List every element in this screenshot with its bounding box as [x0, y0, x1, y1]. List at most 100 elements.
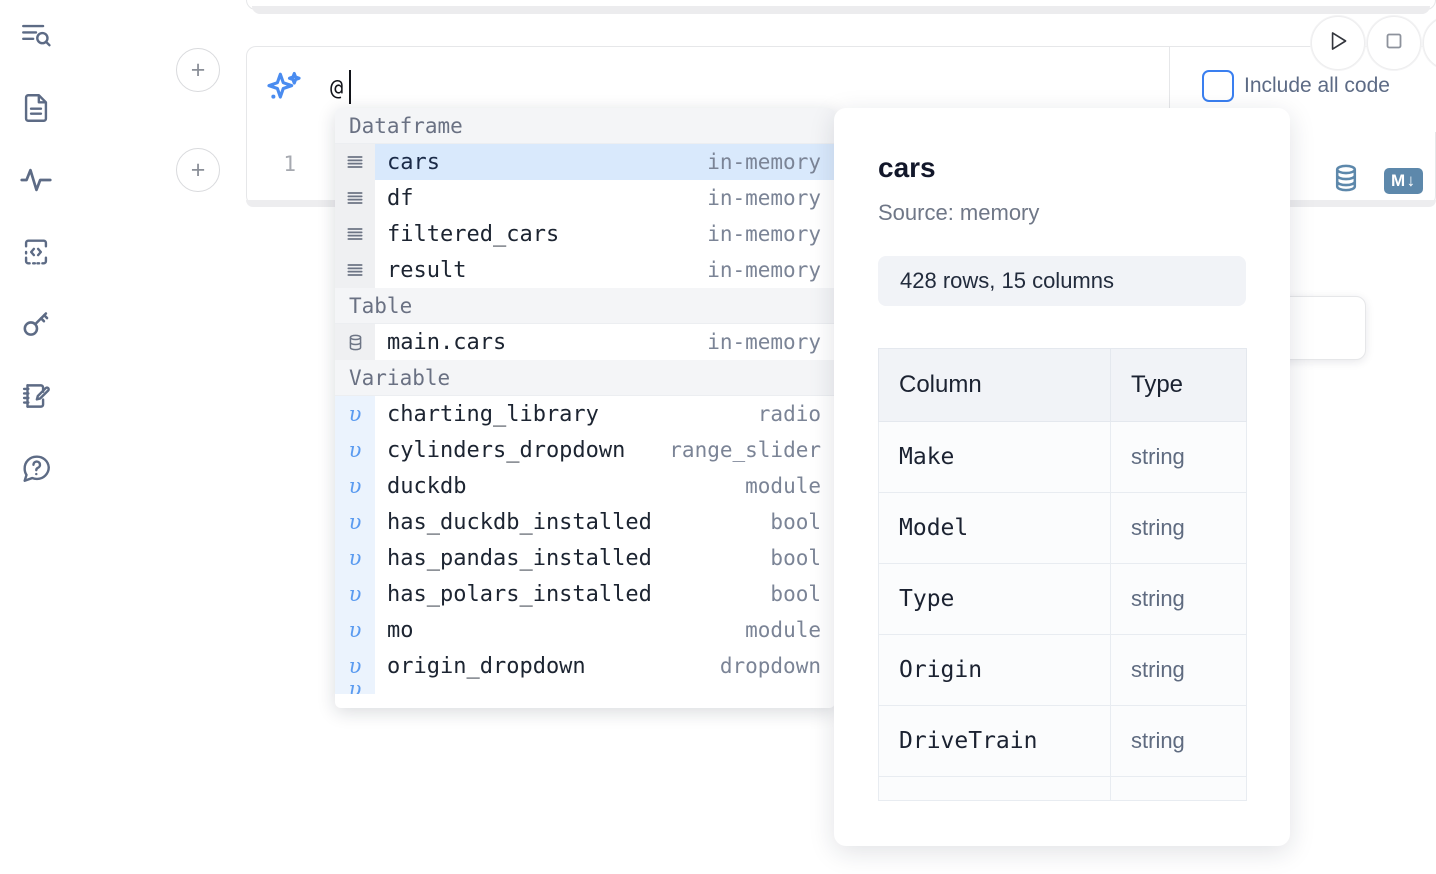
autocomplete-item-meta: bool — [770, 546, 821, 570]
plus-icon: + — [190, 155, 206, 184]
line-number: 1 — [283, 152, 296, 176]
ai-prompt-input[interactable] — [330, 62, 1160, 114]
doc-table-cell-column: Model — [878, 492, 1111, 564]
autocomplete-item-meta: dropdown — [719, 654, 821, 678]
autocomplete-item-meta: bool — [770, 510, 821, 534]
plus-icon: + — [190, 55, 206, 84]
autocomplete-item-name: filtered_cars — [387, 221, 560, 247]
text-cursor — [349, 70, 351, 104]
add-cell-button-bottom[interactable]: + — [176, 148, 220, 192]
sidebar-item-scratchpad[interactable] — [14, 374, 58, 418]
doc-shape-badge: 428 rows, 15 columns — [878, 256, 1246, 306]
autocomplete-item[interactable]: cars in-memory — [335, 144, 835, 180]
file-search-icon — [19, 19, 53, 53]
doc-title: cars — [878, 152, 936, 183]
autocomplete-group-header: Dataframe — [335, 108, 835, 144]
run-button[interactable] — [1311, 16, 1365, 70]
autocomplete-item[interactable]: main.cars in-memory — [335, 324, 835, 360]
sidebar-item-help[interactable] — [14, 446, 58, 490]
include-all-code-row[interactable]: Include all code — [1202, 70, 1390, 102]
autocomplete-item-meta: in-memory — [707, 258, 821, 282]
autocomplete-item[interactable]: υ has_polars_installed bool — [335, 576, 835, 612]
autocomplete-item-name: main.cars — [387, 329, 507, 355]
variable-icon: υ — [335, 576, 375, 612]
sidebar-item-snippets[interactable] — [14, 230, 58, 274]
autocomplete-item-name: has_pandas_installed — [387, 545, 652, 571]
autocomplete-item-clipped[interactable]: υ — [335, 684, 835, 694]
autocomplete-item-meta: radio — [757, 402, 821, 426]
doc-table-header-column: Column — [878, 348, 1111, 422]
variable-icon: υ — [335, 612, 375, 648]
autocomplete-item-meta: module — [745, 618, 821, 642]
doc-table-cell-column: Type — [878, 563, 1111, 635]
sidebar-item-documents[interactable] — [14, 86, 58, 130]
key-icon — [19, 307, 53, 341]
autocomplete-item-meta: in-memory — [707, 330, 821, 354]
sidebar-item-secrets[interactable] — [14, 302, 58, 346]
document-icon — [19, 91, 53, 125]
doc-table-header-type: Type — [1110, 348, 1247, 422]
add-cell-button-top[interactable]: + — [176, 48, 220, 92]
autocomplete-item-name: cars — [387, 149, 440, 175]
autocomplete-item-name: charting_library — [387, 401, 599, 427]
cell-above-shadow — [252, 6, 1430, 14]
variable-icon: υ — [335, 648, 375, 684]
dataframe-icon — [335, 180, 375, 216]
variable-icon: υ — [335, 468, 375, 504]
doc-table-row-clipped — [878, 776, 1247, 801]
dataframe-icon — [335, 252, 375, 288]
doc-table-cell-type: string — [1110, 705, 1247, 777]
sidebar-item-activity[interactable] — [14, 158, 58, 202]
markdown-icon[interactable]: M↓ — [1384, 167, 1423, 194]
doc-table-cell-type: string — [1110, 421, 1247, 493]
autocomplete-item-meta: range_slider — [669, 438, 821, 462]
autocomplete-item-name: df — [387, 185, 414, 211]
autocomplete-item[interactable]: υ origin_dropdown dropdown — [335, 648, 835, 684]
help-icon — [19, 451, 53, 485]
code-snippet-icon — [19, 235, 53, 269]
variable-icon: υ — [335, 540, 375, 576]
dataframe-icon — [335, 144, 375, 180]
dataframe-icon — [335, 216, 375, 252]
autocomplete-item-name: origin_dropdown — [387, 653, 586, 679]
autocomplete-item-name: duckdb — [387, 473, 467, 499]
autocomplete-item-name: has_polars_installed — [387, 581, 652, 607]
table-icon — [335, 324, 375, 360]
stop-button[interactable] — [1367, 16, 1421, 70]
database-icon[interactable] — [1330, 162, 1362, 199]
doc-table-cell-type: string — [1110, 634, 1247, 706]
activity-icon — [18, 162, 54, 198]
doc-table-cell-type: string — [1110, 563, 1247, 635]
autocomplete-item-meta: in-memory — [707, 150, 821, 174]
autocomplete-item-name: mo — [387, 617, 414, 643]
sparkle-icon — [262, 68, 306, 112]
variable-icon: υ — [335, 432, 375, 468]
variable-icon: υ — [335, 396, 375, 432]
include-all-code-label: Include all code — [1244, 74, 1390, 97]
doc-table-cell-column: Make — [878, 421, 1111, 493]
autocomplete-item[interactable]: υ has_pandas_installed bool — [335, 540, 835, 576]
variable-icon: υ — [335, 504, 375, 540]
doc-table-cell-column: DriveTrain — [878, 705, 1111, 777]
autocomplete-group-header: Table — [335, 288, 835, 324]
autocomplete-item[interactable]: υ charting_library radio — [335, 396, 835, 432]
doc-table-cell-column: Origin — [878, 634, 1111, 706]
include-all-code-checkbox[interactable] — [1202, 70, 1234, 102]
autocomplete-group-header: Variable — [335, 360, 835, 396]
cell-tool-group: M↓ — [1330, 162, 1423, 199]
autocomplete-item-meta: bool — [770, 582, 821, 606]
sidebar-item-file-search[interactable] — [14, 14, 58, 58]
